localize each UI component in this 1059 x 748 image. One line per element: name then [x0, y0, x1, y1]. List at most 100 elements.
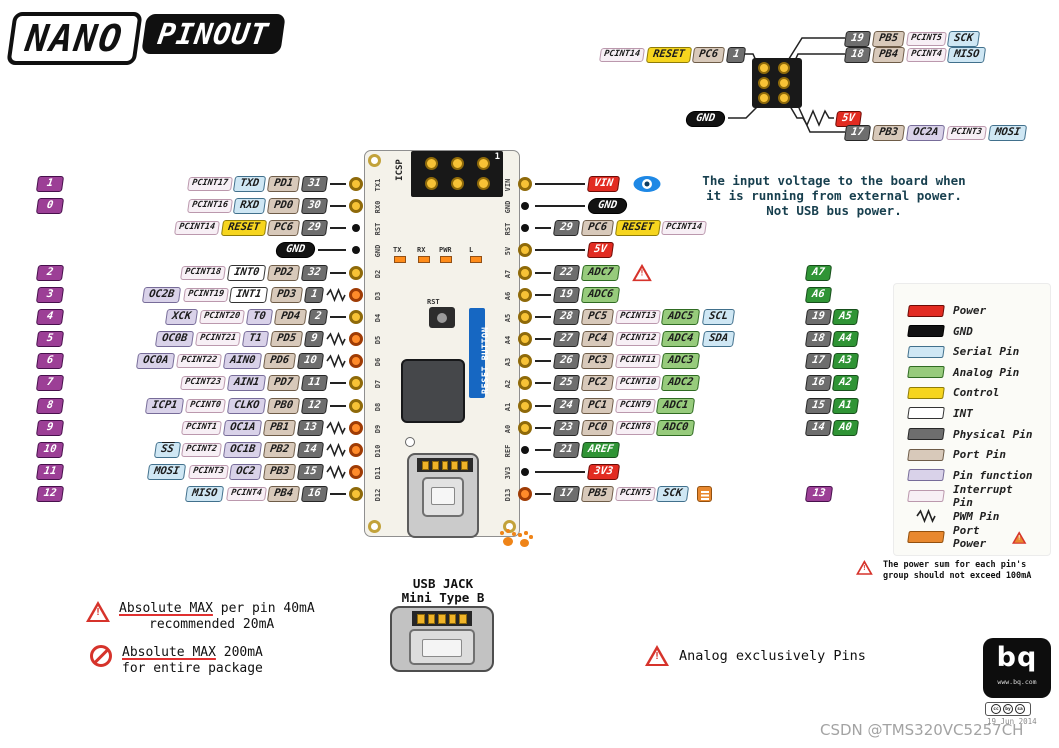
mcu-chip: [401, 359, 465, 423]
wire: [330, 493, 346, 496]
badge-power: 3V3: [586, 463, 621, 480]
badge-phys: 14: [297, 441, 325, 458]
board-edge-label: A5: [504, 313, 512, 323]
wire: [535, 205, 585, 208]
led-indicator: [418, 256, 430, 263]
legend-item: Port Power: [907, 524, 1036, 550]
badge-ctrl: RESET: [220, 220, 267, 237]
badge-gnd: GND: [586, 198, 629, 215]
right-pin-row: GND: [518, 197, 629, 215]
solder-pad: [352, 246, 360, 255]
badge-port: PD5: [269, 331, 303, 348]
badge-analog: ADC0: [656, 419, 696, 436]
right-pin-row: 3V3: [518, 463, 621, 481]
wire: [535, 338, 551, 341]
power-sum-line: The power sum for each pin's: [883, 560, 1027, 570]
legend-item: GND: [907, 325, 1036, 338]
badge-aname: A0: [831, 419, 859, 436]
badge-port: PD3: [269, 286, 303, 303]
warning-rest: 200mA: [215, 645, 263, 660]
legend-label: Interrupt Pin: [953, 482, 1013, 509]
max-package-text: Absolute MAX 200mA for entire package: [122, 645, 263, 676]
legend-item: Control: [907, 386, 1036, 399]
analog-pins-text: Analog exclusively Pins: [679, 647, 866, 664]
badge-port: PD0: [267, 198, 301, 215]
badge-phys: 21: [552, 441, 580, 458]
legend-swatch: [907, 428, 945, 441]
badge-irq: PCINT23: [180, 376, 227, 391]
paw-icon: [500, 527, 534, 551]
warning-line2: for entire package: [122, 660, 263, 676]
cc-icon: [991, 704, 1001, 714]
badge-gnd: GND: [274, 242, 317, 259]
badge-phys: 19: [843, 31, 871, 47]
badge-phys: 9: [303, 331, 325, 348]
badge-port: PB5: [871, 31, 905, 47]
badge-int: INT0: [226, 264, 267, 281]
wire: [535, 315, 551, 318]
badge-aname: A5: [831, 308, 859, 325]
wire: [330, 271, 346, 274]
solder-pad: [518, 376, 532, 391]
bq-name: bq: [996, 642, 1038, 673]
badge-analog: ADC3: [661, 353, 701, 370]
wire: [318, 249, 346, 252]
warning-icon: [86, 601, 110, 622]
badge-serial: MISO: [185, 486, 225, 503]
badge-phys: 15: [804, 397, 832, 414]
badge-ard: 5: [35, 331, 65, 348]
badge-phys: 24: [552, 397, 580, 414]
badge-ard: 12: [35, 486, 65, 503]
badge-ard: 2: [35, 264, 65, 281]
port-power-icon: [697, 486, 713, 503]
badge-phys: 11: [301, 375, 329, 392]
led-label: TX: [393, 246, 402, 254]
chip-dot: [405, 437, 415, 447]
warning-icon: [645, 645, 669, 666]
usb-pins: [412, 611, 472, 626]
badge-ard: 13: [804, 486, 834, 503]
right-pin-row: VIN: [518, 175, 662, 193]
usb-jack-title: USB JACK: [412, 576, 474, 591]
badge-irq: PCINT9: [614, 398, 656, 413]
arduino-pin-slot: 4: [30, 308, 70, 325]
warning-icon: [1012, 530, 1027, 544]
arduino-pin-slot: 3: [30, 286, 70, 303]
badge-irq: PCINT10: [614, 376, 661, 391]
board-edge-label: D3: [374, 291, 382, 300]
badge-irq: PCINT5: [905, 32, 947, 46]
badge-int: INT1: [229, 286, 269, 303]
badge-fn: XCK: [165, 308, 199, 325]
arduino-pin-slot: 6: [30, 353, 70, 370]
board-edge-label: D5: [374, 335, 382, 345]
warning-icon: [856, 560, 873, 575]
badge-analog: ADC1: [656, 397, 696, 414]
badge-serial: SCK: [947, 31, 981, 47]
icsp-pin-row: GND: [684, 110, 727, 128]
legend-item: Power: [907, 304, 1036, 317]
icsp-pin: [451, 157, 464, 170]
icsp-pin: [758, 77, 770, 89]
solder-pad: [349, 265, 363, 280]
badge-phys: 29: [552, 220, 580, 237]
wire: [535, 360, 551, 363]
badge-aname: A2: [831, 375, 859, 392]
legend-label: Analog Pin: [953, 365, 1020, 379]
icsp-pin: [778, 77, 790, 89]
solder-pad: [518, 487, 532, 502]
reset-button-label: RESET BUTTON: [481, 326, 491, 394]
board-edge-label: D4: [374, 313, 382, 323]
badge-port: PD1: [267, 176, 301, 192]
vin-note: The input voltage to the board when it i…: [688, 173, 980, 218]
max-current-text: Absolute MAX per pin 40mA recommended 20…: [119, 601, 315, 632]
icsp-pin: [425, 177, 438, 190]
badge-port: PB3: [871, 125, 905, 141]
analog-pin-label: A6: [804, 286, 832, 304]
analog-pin-label: 13: [804, 485, 834, 503]
